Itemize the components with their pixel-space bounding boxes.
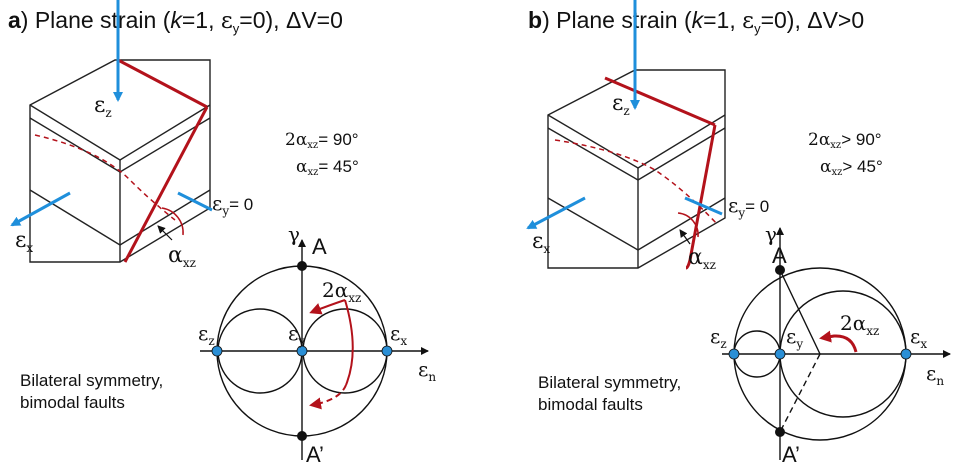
alpha-pointer-a — [157, 225, 173, 241]
mohr-ex-label-a: εx — [390, 321, 407, 348]
note-line1-a: Bilateral symmetry, — [20, 371, 163, 390]
alpha-label-b: αxz — [688, 245, 716, 272]
fault-plane-a — [34, 58, 209, 263]
point-A-prime-a — [297, 431, 307, 441]
point-A-label-b: A — [772, 243, 787, 268]
point-ey-a — [296, 345, 308, 357]
mohr-arrow-down-a — [309, 384, 347, 410]
point-A-prime-label-a: A’ — [306, 442, 324, 466]
point-A-label-a: A — [312, 234, 327, 259]
panel-a: a) Plane strain (k=1, εy=0), ΔV=0 εz ε — [8, 0, 436, 466]
mohr-2alpha-label-a: 2αxz — [322, 278, 361, 305]
point-ex-b — [900, 348, 912, 360]
eps-y-arrow-b — [684, 196, 723, 216]
mohr-arrow-up-a — [309, 299, 346, 315]
eps-x-label-b: εx — [532, 229, 550, 256]
gamma-axis-label-b: γ — [765, 222, 777, 246]
eps-y0-label-b: εy= 0 — [728, 193, 769, 220]
alpha-arc-a — [161, 207, 184, 236]
mohr-ez-label-b: εz — [710, 324, 727, 351]
eps-z-label-a: εz — [94, 93, 112, 120]
mohr-ex-label-b: εx — [910, 324, 927, 351]
point-ex-a — [381, 345, 393, 357]
mohr-arc-solid-a — [344, 299, 354, 386]
eps-x-label-a: εx — [15, 228, 33, 255]
mohr-ey-label-b: εy — [786, 324, 803, 351]
alpha-pointer-b — [679, 229, 691, 245]
alpha-label-a: αxz — [168, 243, 196, 270]
panel-b: b) Plane strain (k=1, εy=0), ΔV>0 εz εx … — [526, 0, 951, 466]
mohr-diagram-a — [200, 239, 429, 460]
mohr-ey-label-a: εy — [288, 321, 305, 348]
mohr-en-label-b: εn — [926, 361, 944, 388]
point-A-prime-label-b: A’ — [782, 442, 800, 466]
note-line2-a: bimodal faults — [20, 393, 125, 412]
mohr-arrow-b — [819, 330, 858, 353]
fault-plane-b — [554, 76, 719, 270]
eps-y0-label-a: εy= 0 — [212, 191, 253, 218]
two-alpha-text-a: 2αxz= 90° — [285, 130, 359, 151]
alpha-arc-b — [677, 212, 699, 238]
eps-z-label-b: εz — [612, 91, 630, 118]
two-alpha-text-b: 2αxz> 90° — [808, 130, 882, 151]
mohr-ez-label-a: εz — [198, 321, 215, 348]
point-ey-b — [774, 348, 786, 360]
alpha-text-a: αxz= 45° — [296, 157, 359, 178]
point-A-a — [297, 261, 307, 271]
panel-b-title: b) Plane strain (k=1, εy=0), ΔV>0 — [528, 7, 864, 36]
point-A-b — [775, 265, 785, 275]
note-line2-b: bimodal faults — [538, 395, 643, 414]
point-ez-b — [728, 348, 740, 360]
panel-a-title: a) Plane strain (k=1, εy=0), ΔV=0 — [8, 7, 343, 36]
point-ez-a — [211, 345, 223, 357]
note-line1-b: Bilateral symmetry, — [538, 373, 681, 392]
eps-x-arrow-b — [526, 196, 586, 230]
mohr-en-label-a: εn — [418, 357, 436, 384]
alpha-text-b: αxz> 45° — [820, 157, 883, 178]
eps-y-arrow-a — [177, 191, 213, 212]
eps-x-arrow-a — [10, 191, 71, 227]
gamma-axis-label-a: γ — [288, 222, 300, 246]
mohr-2alpha-label-b: 2αxz — [840, 311, 879, 338]
point-A-prime-b — [775, 427, 785, 437]
